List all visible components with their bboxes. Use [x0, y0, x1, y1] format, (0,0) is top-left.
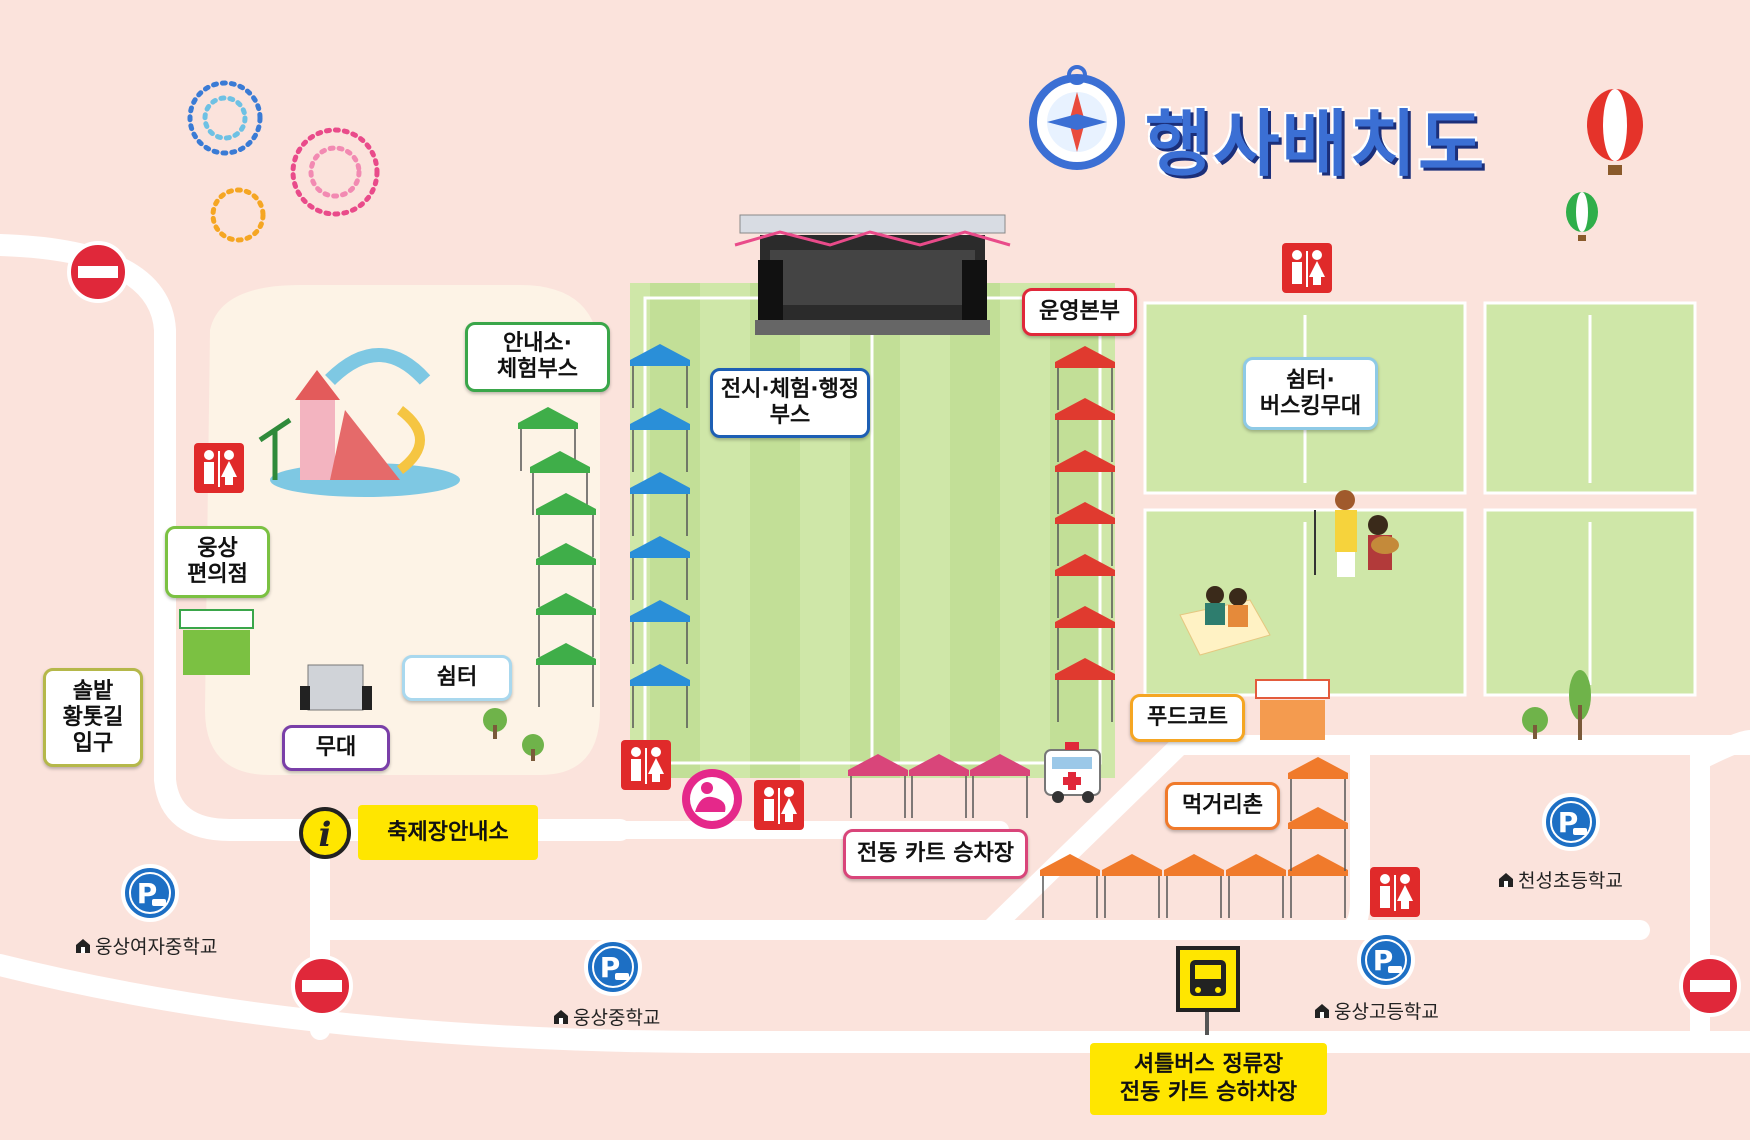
school-girls-middle: 웅상여자중학교 — [75, 932, 217, 959]
tent-icon — [1226, 854, 1286, 918]
label-stage: 무대 — [282, 725, 390, 771]
label-convenience-store: 웅상 편의점 — [165, 526, 270, 598]
label-shelter: 쉼터 — [402, 655, 512, 701]
restroom-icon — [754, 780, 804, 830]
tent-icon — [630, 472, 690, 536]
school-icon — [1499, 873, 1513, 887]
fireworks — [187, 80, 380, 243]
water-park — [258, 348, 460, 497]
school-icon — [1315, 1004, 1329, 1018]
label-food-court: 푸드코트 — [1130, 694, 1245, 742]
parking-icon: P — [1357, 931, 1415, 989]
school-middle: 웅상중학교 — [553, 1003, 660, 1030]
school-icon — [76, 939, 90, 953]
small-stage — [300, 664, 372, 711]
ambulance-icon — [1044, 742, 1101, 803]
tent-icon — [630, 344, 690, 408]
tent-icon — [848, 754, 908, 818]
picnic-scene — [1179, 586, 1271, 656]
hot-air-balloons — [1566, 89, 1643, 241]
restroom-icon — [621, 740, 671, 790]
tents — [518, 344, 1348, 918]
label-operations-hq: 운영본부 — [1022, 288, 1137, 336]
label-cart-stop: 전동 카트 승차장 — [843, 829, 1028, 879]
bus-stop-icon — [1176, 946, 1240, 1035]
tent-icon — [536, 493, 596, 557]
tent-icon — [630, 664, 690, 728]
nursing-room-icon — [682, 769, 742, 829]
label-shelter-busking: 쉼터· 버스킹무대 — [1243, 357, 1378, 430]
parking-icon: P — [121, 864, 179, 922]
tent-icon — [1055, 658, 1115, 722]
restroom-icon — [1370, 867, 1420, 917]
tent-icon — [1055, 450, 1115, 514]
label-exhibit-booth: 전시·체험·행정 부스 — [710, 368, 870, 438]
school-high: 웅상고등학교 — [1314, 997, 1439, 1024]
tent-icon — [1040, 854, 1100, 918]
food-stall — [1255, 679, 1330, 740]
east-fields — [1143, 301, 1697, 697]
label-festival-info-center: 축제장안내소 — [358, 805, 538, 860]
no-entry-icon — [1679, 955, 1741, 1017]
label-shuttle-stop: 셔틀버스 정류장 전동 카트 승하차장 — [1090, 1043, 1327, 1115]
school-name: 웅상중학교 — [573, 1007, 661, 1029]
main-field — [630, 283, 1115, 778]
tent-icon — [536, 643, 596, 707]
svg-text:i: i — [319, 815, 332, 855]
tent-icon — [1055, 398, 1115, 462]
school-name: 웅상여자중학교 — [95, 936, 218, 958]
tent-icon — [1164, 854, 1224, 918]
restroom-icon — [194, 443, 244, 493]
label-food-village: 먹거리촌 — [1165, 782, 1280, 830]
no-entry-icon — [291, 955, 353, 1017]
school-icon — [554, 1010, 568, 1024]
tent-icon — [1055, 554, 1115, 618]
tent-icon — [1055, 502, 1115, 566]
tent-icon — [1288, 757, 1348, 821]
restrooms — [194, 243, 1420, 917]
tent-icon — [630, 536, 690, 600]
tent-icon — [909, 754, 969, 818]
tent-icon — [970, 754, 1030, 818]
tent-icon — [536, 543, 596, 607]
tent-icon — [1055, 346, 1115, 410]
parking-icon: P — [1542, 793, 1600, 851]
road-south — [0, 954, 1750, 1053]
trees — [483, 670, 1591, 761]
tent-icon — [1055, 606, 1115, 670]
school-name: 웅상고등학교 — [1334, 1001, 1439, 1023]
label-info-booth: 안내소· 체험부스 — [465, 322, 610, 392]
school-elementary: 천성초등학교 — [1498, 866, 1623, 893]
tent-icon — [1288, 854, 1348, 918]
restroom-icon — [1282, 243, 1332, 293]
tent-icon — [1288, 807, 1348, 871]
page-title: 행사배치도 — [1145, 102, 1487, 186]
parking-signs: P P P P — [121, 793, 1600, 996]
tent-icon — [630, 408, 690, 472]
tent-icon — [536, 593, 596, 657]
tent-icon — [630, 600, 690, 664]
no-entry-signs — [67, 241, 1741, 1017]
compass-icon — [1029, 65, 1125, 170]
busking-performers — [1314, 490, 1399, 577]
school-name: 천성초등학교 — [1518, 870, 1623, 892]
main-stage — [734, 214, 1011, 335]
no-entry-icon — [67, 241, 129, 303]
tent-icon — [1102, 854, 1162, 918]
info-icon: i — [299, 807, 351, 859]
label-trail-entrance: 솔밭 황톳길 입구 — [43, 668, 143, 767]
parking-icon: P — [584, 938, 642, 996]
store-stall — [179, 609, 254, 675]
